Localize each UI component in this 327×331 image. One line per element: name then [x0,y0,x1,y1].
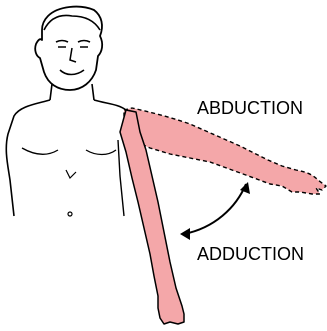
left-shoulder [6,100,50,216]
head-outline [35,7,102,90]
torso-right-side [118,140,124,216]
adduction-label: ADDUCTION [197,244,304,265]
navel [68,212,72,216]
abduction-label: ABDUCTION [197,98,303,119]
chest-center [66,170,76,178]
arrow-head-down [180,228,190,240]
chest-line [22,148,116,155]
left-eye [56,41,68,48]
movement-arrow [184,184,246,234]
hair-outline [44,16,100,30]
nose [70,48,76,62]
abducted-arm [124,108,326,194]
right-shoulder [94,100,126,110]
right-eye [78,41,90,48]
mouth [60,70,84,75]
